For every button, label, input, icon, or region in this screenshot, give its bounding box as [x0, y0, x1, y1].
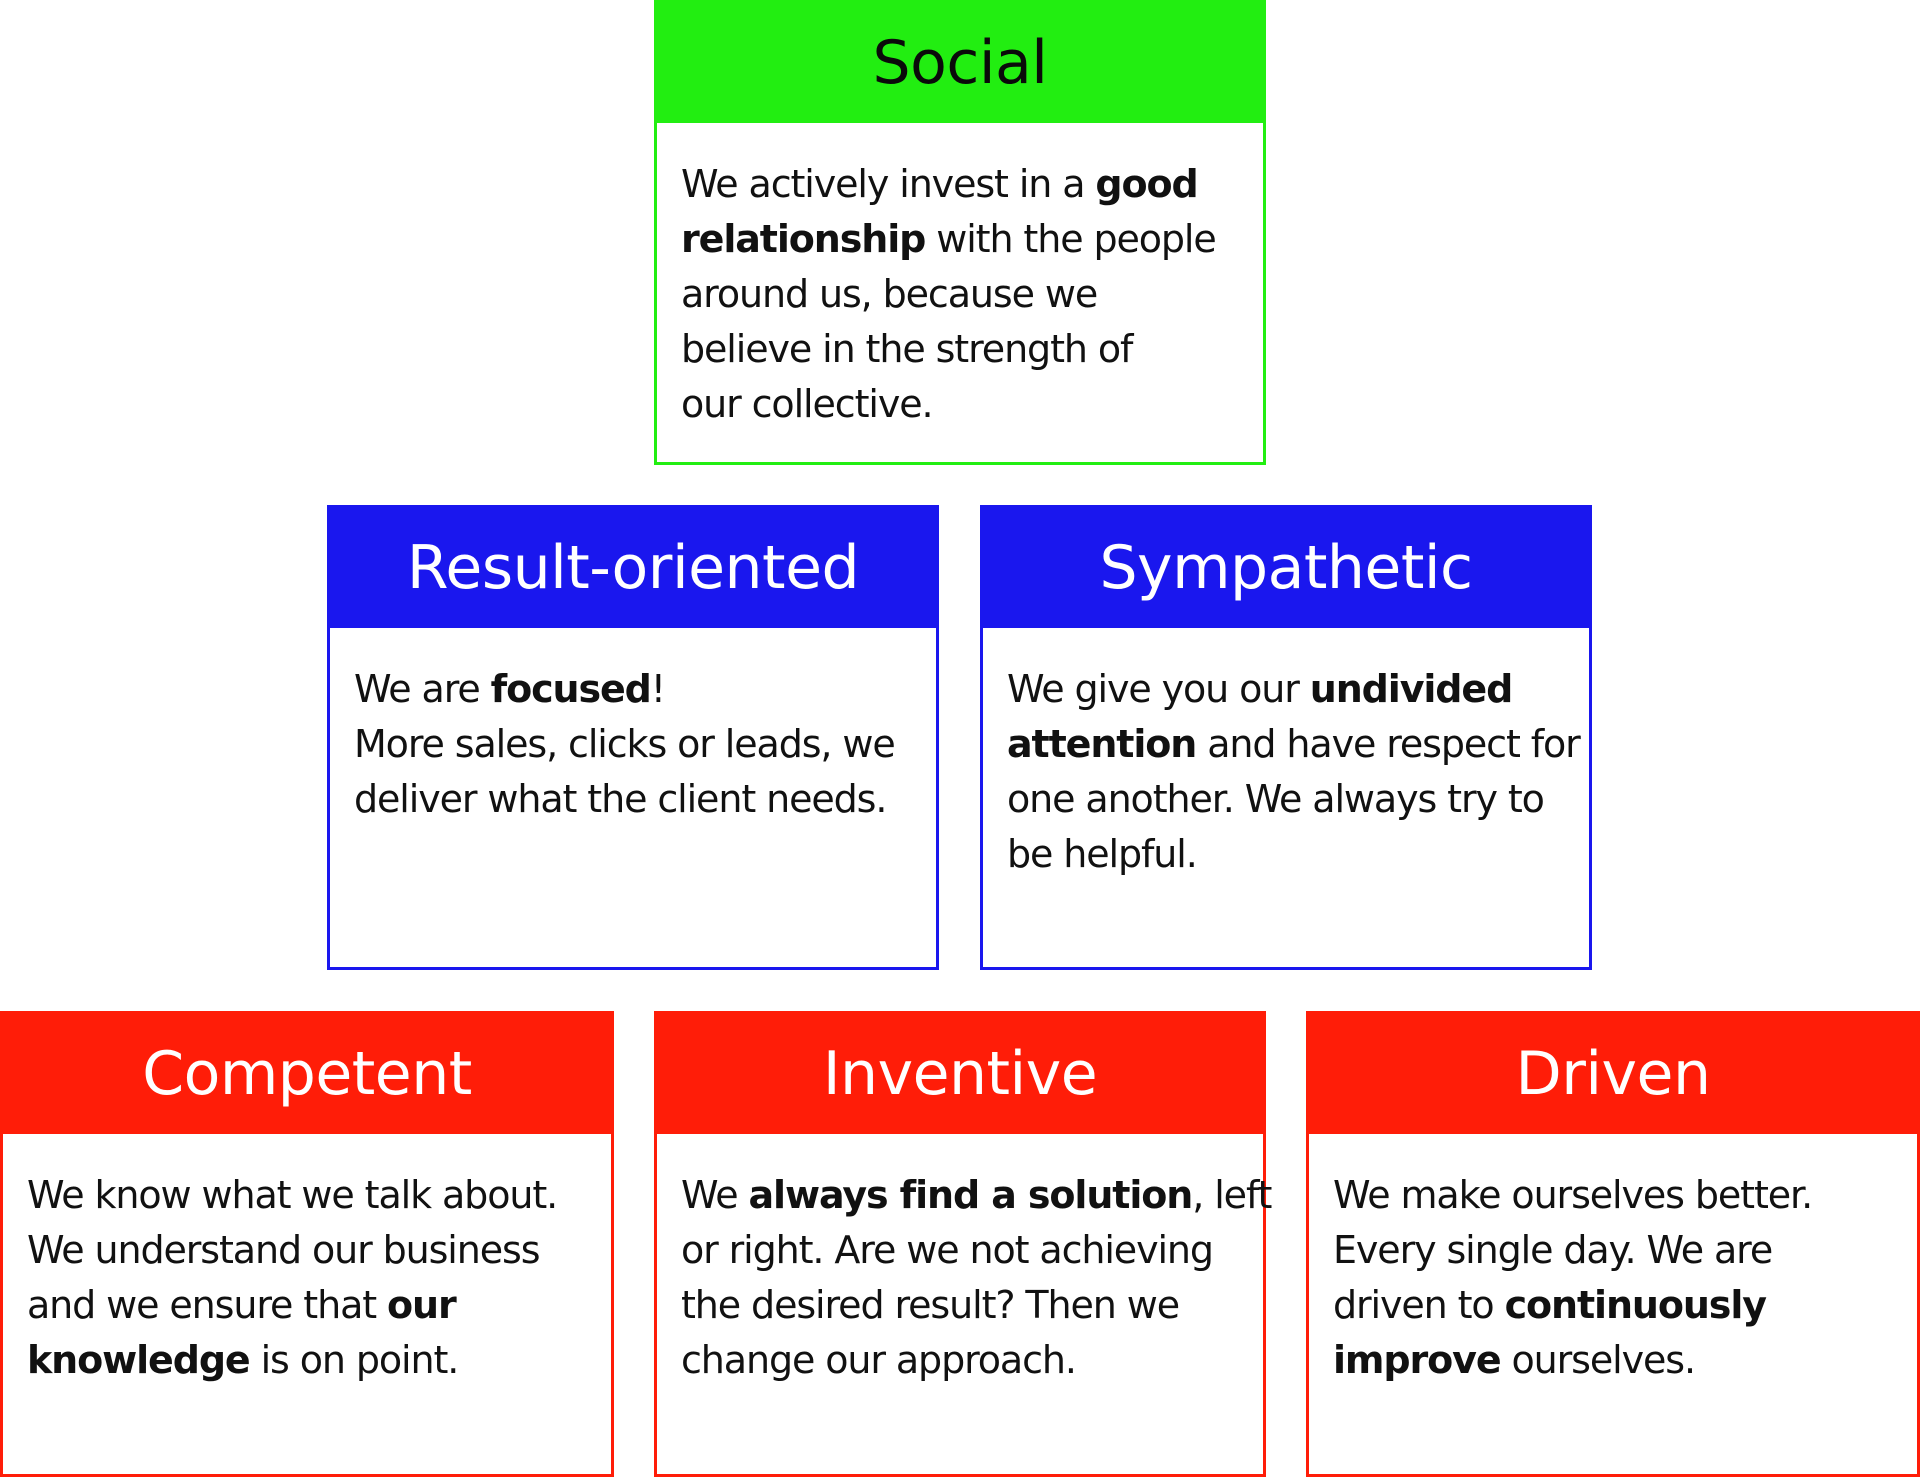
body-text: around us, because we	[681, 272, 1098, 316]
body-text: believe in the strength of	[681, 327, 1133, 371]
body-text: and we ensure that	[27, 1283, 388, 1327]
emphasis-text: attention	[1007, 722, 1197, 766]
body-text: or right. Are we not achieving	[681, 1228, 1214, 1272]
card-social-title: Social	[872, 28, 1048, 98]
card-driven-body: We make ourselves better. Every single da…	[1309, 1134, 1917, 1388]
body-line: driven to continuously	[1333, 1278, 1893, 1333]
body-text: We know what we talk about.	[27, 1173, 558, 1217]
body-line: relationship with the people	[681, 212, 1239, 267]
card-result-oriented-header: Result-oriented	[330, 508, 936, 628]
body-text: We actively invest in a	[681, 162, 1096, 206]
body-line: knowledge is on point.	[27, 1333, 587, 1388]
card-competent: Competent We know what we talk about.We …	[0, 1011, 614, 1477]
card-competent-title: Competent	[142, 1039, 472, 1109]
body-text: our collective.	[681, 382, 934, 426]
emphasis-text: our	[387, 1283, 457, 1327]
body-text: with the people	[925, 217, 1217, 261]
body-text: and have respect for	[1196, 722, 1581, 766]
emphasis-text: knowledge	[27, 1338, 251, 1382]
card-result-oriented-title: Result-oriented	[406, 533, 860, 603]
body-line: We know what we talk about.	[27, 1168, 587, 1223]
body-text: Every single day. We are	[1333, 1228, 1773, 1272]
card-result-oriented: Result-oriented We are focused! More sale…	[327, 505, 939, 970]
body-text: deliver what the client needs.	[354, 777, 887, 821]
body-line: our collective.	[681, 377, 1239, 432]
emphasis-text: focused	[490, 667, 652, 711]
body-text: ourselves.	[1500, 1338, 1696, 1382]
emphasis-text: always find a solution	[748, 1173, 1194, 1217]
card-driven: Driven We make ourselves better. Every si…	[1306, 1011, 1920, 1477]
body-line: believe in the strength of	[681, 322, 1239, 377]
body-line: We actively invest in a good	[681, 157, 1239, 212]
body-line: change our approach.	[681, 1333, 1239, 1388]
body-line: be helpful.	[1007, 827, 1565, 882]
body-text: , left	[1192, 1173, 1272, 1217]
emphasis-text: improve	[1333, 1338, 1502, 1382]
body-line: or right. Are we not achieving	[681, 1223, 1239, 1278]
body-text: the desired result? Then we	[681, 1283, 1180, 1327]
card-social-header: Social	[657, 3, 1263, 123]
body-text: We give you our	[1007, 667, 1310, 711]
emphasis-text: continuously	[1504, 1283, 1767, 1327]
body-line: Every single day. We are	[1333, 1223, 1893, 1278]
card-competent-body: We know what we talk about. We understand…	[3, 1134, 611, 1388]
body-text: We	[681, 1173, 749, 1217]
body-line: improve ourselves.	[1333, 1333, 1893, 1388]
body-line: We always find a solution, left	[681, 1168, 1272, 1223]
body-line: We make ourselves better.	[1333, 1168, 1893, 1223]
body-text: We are	[354, 667, 491, 711]
card-result-oriented-body: We are focused! More sales, clicks or lea…	[330, 628, 936, 827]
emphasis-text: good	[1095, 162, 1198, 206]
card-inventive-header: Inventive	[657, 1014, 1263, 1134]
body-text: change our approach.	[681, 1338, 1077, 1382]
body-line: attention and have respect for	[1007, 717, 1581, 772]
body-text: We make ourselves better.	[1333, 1173, 1813, 1217]
card-inventive-body: We always find a solution, left or right.…	[657, 1134, 1272, 1388]
card-driven-title: Driven	[1515, 1039, 1712, 1109]
body-line: More sales, clicks or leads, we	[354, 717, 912, 772]
emphasis-text: relationship	[681, 217, 926, 261]
card-sympathetic-header: Sympathetic	[983, 508, 1589, 628]
body-line: We understand our business	[27, 1223, 587, 1278]
body-line: We are focused!	[354, 662, 912, 717]
body-line: one another. We always try to	[1007, 772, 1565, 827]
body-text: one another. We always try to	[1007, 777, 1545, 821]
body-line: around us, because we	[681, 267, 1239, 322]
body-line: and we ensure that our	[27, 1278, 587, 1333]
body-text: is on point.	[249, 1338, 460, 1382]
card-competent-header: Competent	[3, 1014, 611, 1134]
emphasis-text: undivided	[1309, 667, 1514, 711]
card-driven-header: Driven	[1309, 1014, 1917, 1134]
body-text: !	[650, 667, 666, 711]
body-text: More sales, clicks or leads, we	[354, 722, 896, 766]
body-line: the desired result? Then we	[681, 1278, 1239, 1333]
body-text: driven to	[1333, 1283, 1505, 1327]
card-inventive: Inventive We always find a solution, lef…	[654, 1011, 1272, 1477]
card-sympathetic-title: Sympathetic	[1099, 533, 1473, 603]
body-text: be helpful.	[1007, 832, 1198, 876]
card-inventive-title: Inventive	[822, 1039, 1098, 1109]
body-line: deliver what the client needs.	[354, 772, 912, 827]
body-text: We understand our business	[27, 1228, 541, 1272]
body-line: We give you our undivided	[1007, 662, 1565, 717]
